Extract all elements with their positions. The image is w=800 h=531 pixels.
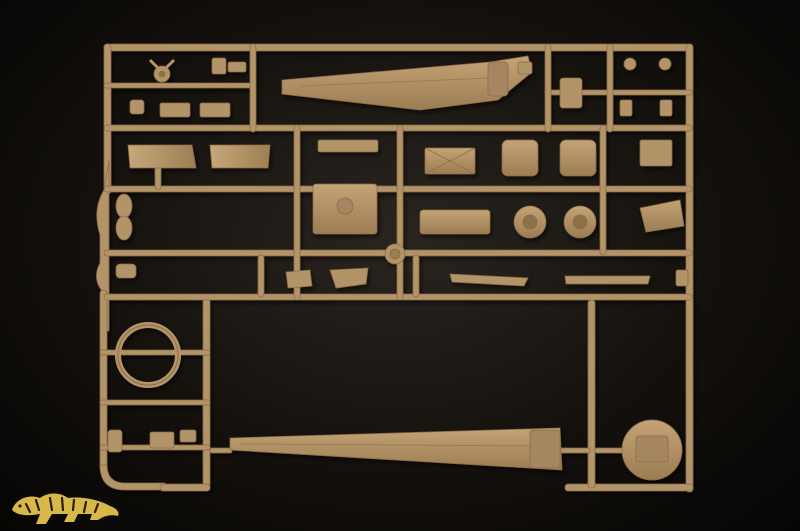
- small-parts-lower-left: [107, 429, 197, 453]
- sprue-runners: [99, 43, 693, 454]
- brackets-row4: [285, 267, 689, 289]
- bottom-axle-beam: [229, 427, 563, 471]
- tiger-icon: [12, 493, 119, 524]
- spool-parts: [115, 193, 137, 279]
- flat-plates: [127, 139, 379, 169]
- round-hatch-part: [621, 419, 683, 481]
- wheels-row3: [419, 199, 685, 239]
- small-parts-top-left: [129, 57, 247, 118]
- ring-part: [115, 322, 181, 388]
- parts-right-row2: [424, 57, 673, 177]
- center-square-part: [312, 183, 378, 235]
- top-axle-beam: [281, 55, 533, 111]
